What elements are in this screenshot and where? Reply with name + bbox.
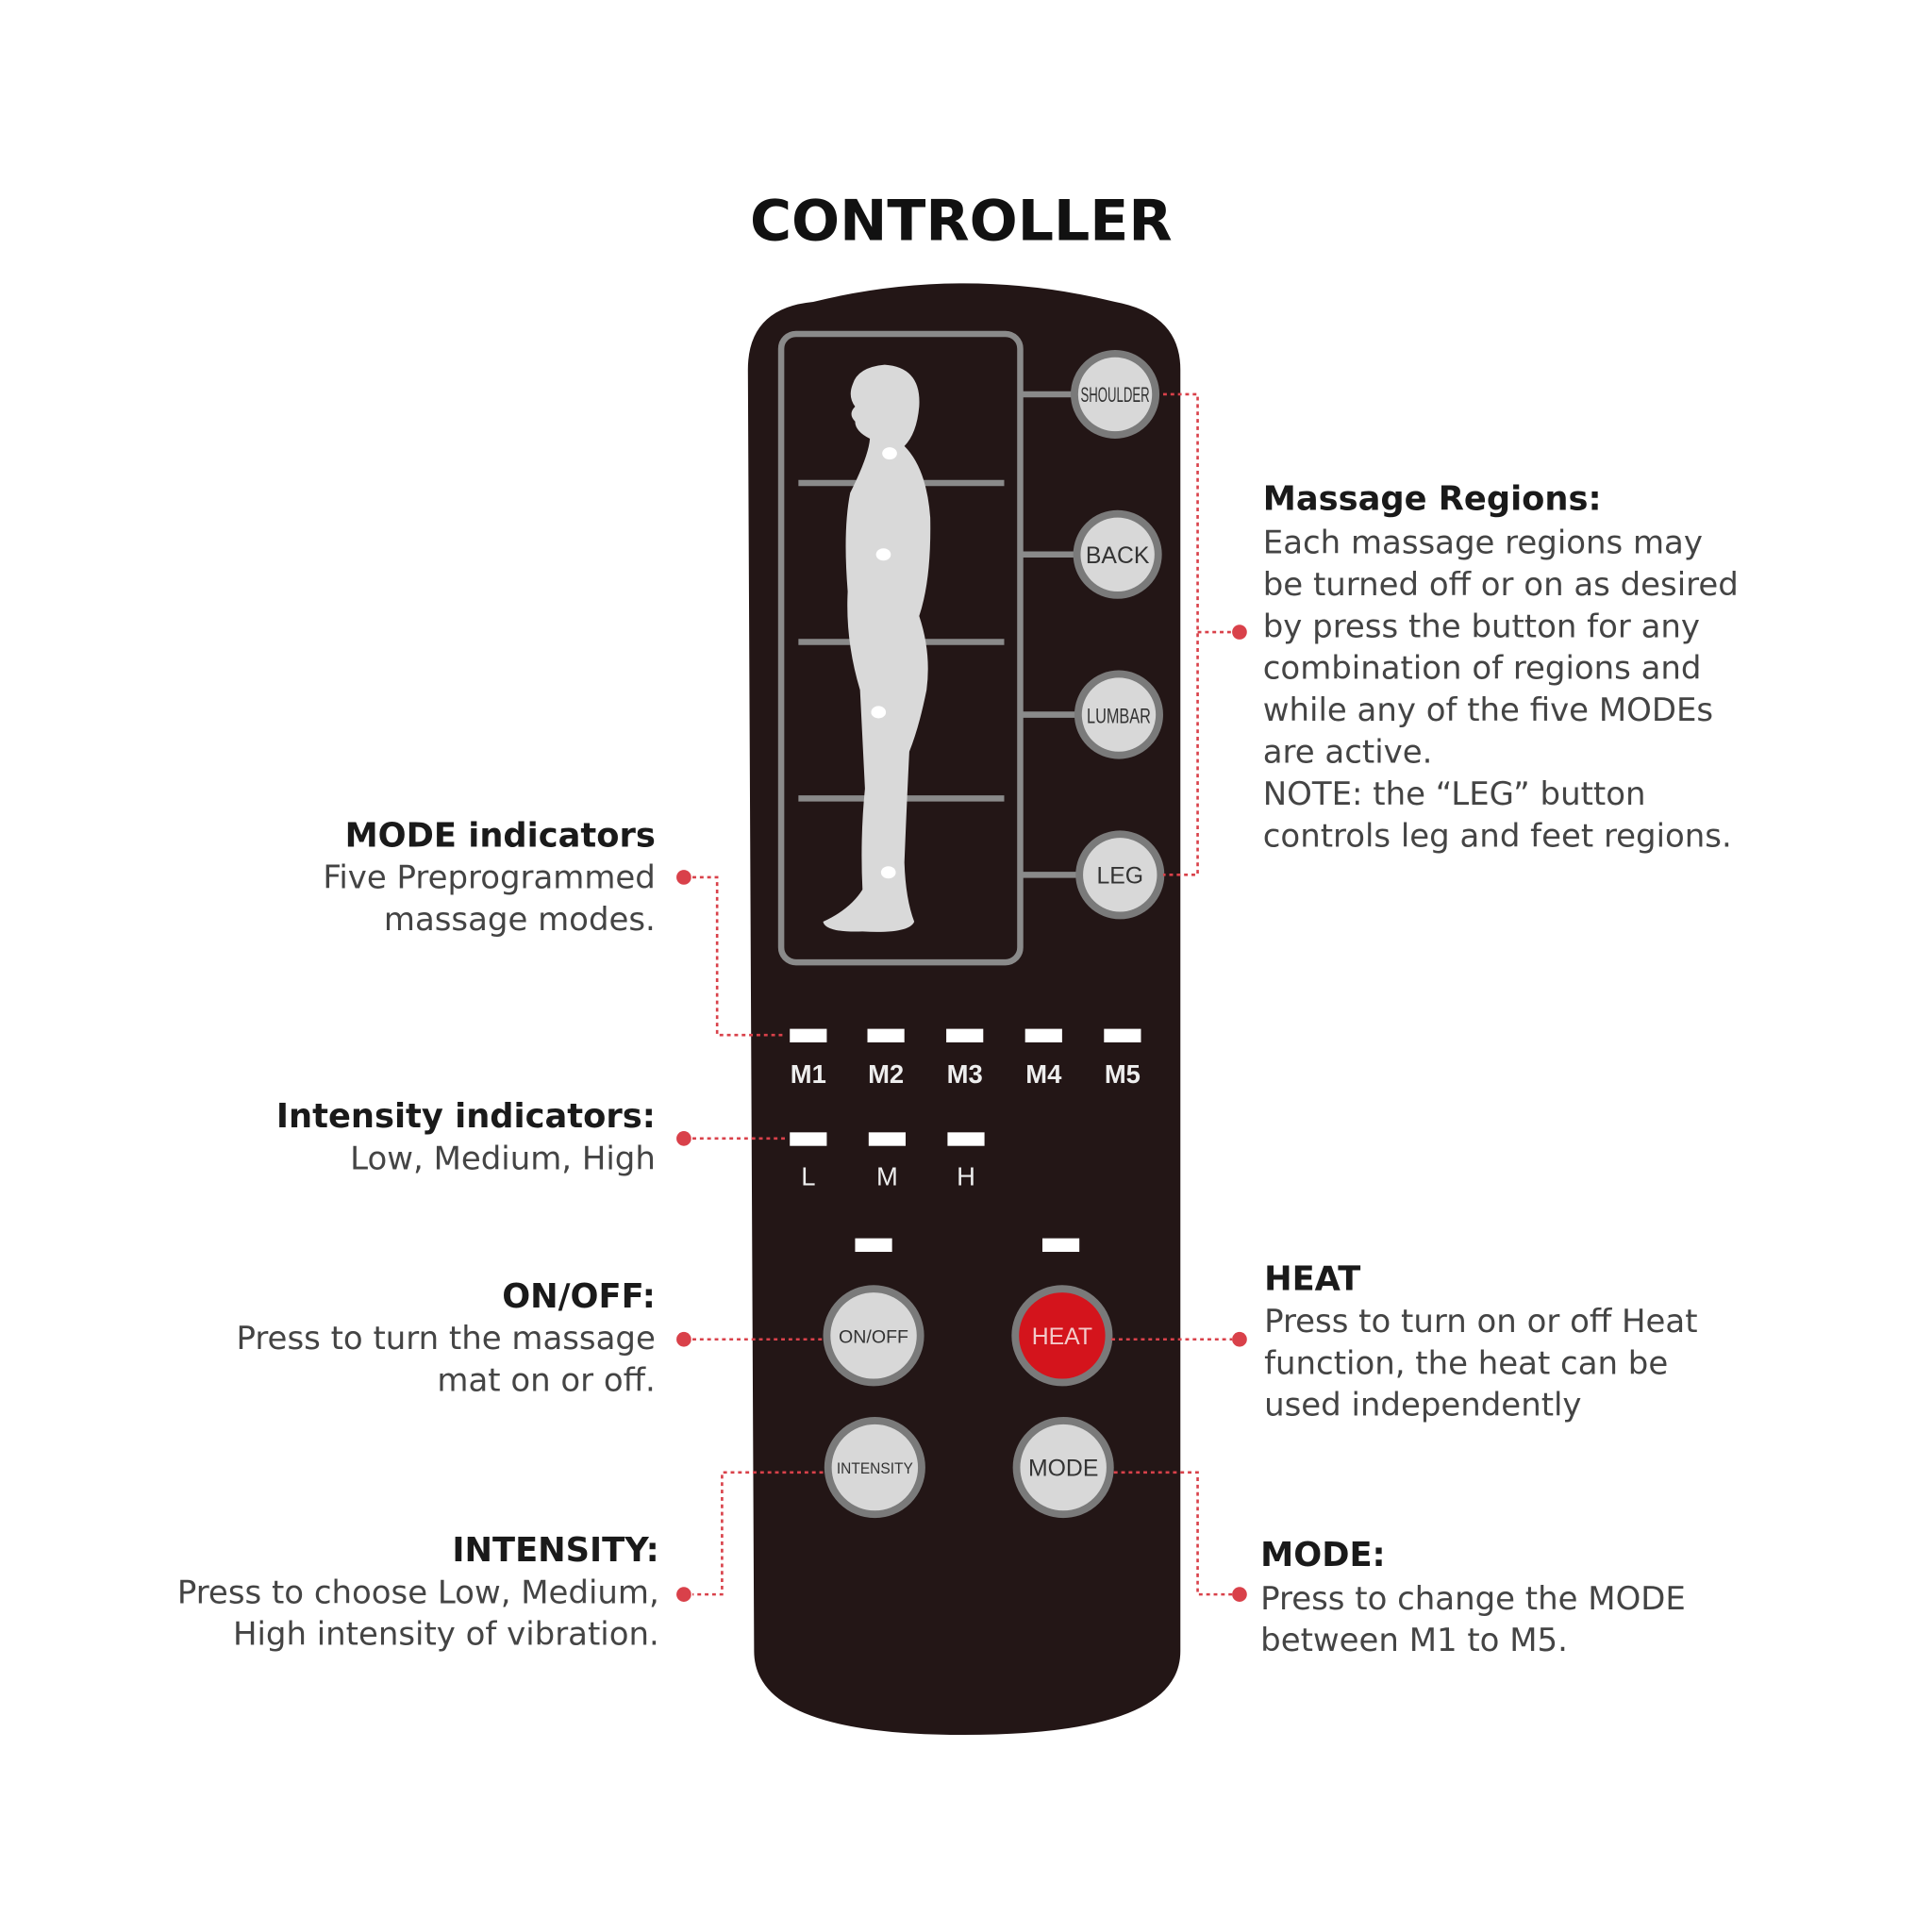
intensity-callout: INTENSITY: Press to choose Low, Medium, … <box>177 1531 659 1654</box>
svg-text:LUMBAR: LUMBAR <box>1087 705 1151 728</box>
svg-text:controls leg and feet regions.: controls leg and feet regions. <box>1263 817 1732 855</box>
svg-text:Massage Regions:: Massage Regions: <box>1263 480 1602 519</box>
svg-text:MODE: MODE <box>1028 1457 1098 1482</box>
svg-text:BACK: BACK <box>1086 543 1150 569</box>
svg-text:Low, Medium, High: Low, Medium, High <box>350 1141 656 1178</box>
shoulder-button[interactable]: SHOULDER <box>1071 349 1160 439</box>
svg-text:INTENSITY: INTENSITY <box>837 1459 913 1477</box>
svg-text:be turned off or on as desired: be turned off or on as desired <box>1263 566 1739 604</box>
mode-indicator-light <box>946 1028 984 1042</box>
intensity-indicator-light <box>790 1132 827 1146</box>
intensity-label: M <box>876 1161 898 1191</box>
svg-text:Five Preprogrammed: Five Preprogrammed <box>323 859 656 897</box>
mode-label: M5 <box>1105 1059 1141 1089</box>
heat-callout: HEAT Press to turn on or off Heat functi… <box>1264 1260 1697 1424</box>
svg-text:MODE:: MODE: <box>1260 1536 1385 1574</box>
massage-regions-callout: Massage Regions: Each massage regions ma… <box>1263 480 1739 856</box>
intensity-label: H <box>957 1161 975 1191</box>
leg-button[interactable]: LEG <box>1075 830 1165 920</box>
svg-text:combination of regions and: combination of regions and <box>1263 650 1702 688</box>
human-silhouette-icon <box>823 364 931 932</box>
svg-text:ON/OFF: ON/OFF <box>839 1327 908 1348</box>
heat-button[interactable]: HEAT <box>1011 1285 1113 1387</box>
massage-point-dots <box>871 447 897 879</box>
svg-text:function, the heat can be: function, the heat can be <box>1264 1344 1668 1382</box>
intensity-indicator-light <box>868 1132 906 1146</box>
page-title: CONTROLLER <box>750 189 1173 255</box>
mode-callout: MODE: Press to change the MODE between M… <box>1260 1536 1686 1659</box>
svg-text:High intensity of vibration.: High intensity of vibration. <box>233 1616 659 1654</box>
intensity-indicators-callout: Intensity indicators: Low, Medium, High <box>276 1097 656 1177</box>
svg-text:are active.: are active. <box>1263 733 1433 771</box>
svg-text:by press the button for any: by press the button for any <box>1263 608 1700 645</box>
intensity-indicator-light <box>947 1132 985 1146</box>
mode-label: M3 <box>947 1059 983 1089</box>
body-region-frame <box>777 330 1080 966</box>
mode-indicator-light <box>1024 1028 1062 1042</box>
svg-text:ON/OFF:: ON/OFF: <box>502 1277 656 1316</box>
svg-text:NOTE: the “LEG” button: NOTE: the “LEG” button <box>1263 775 1646 813</box>
mode-label: M1 <box>791 1059 826 1089</box>
svg-text:HEAT: HEAT <box>1264 1260 1360 1299</box>
remote-body <box>747 283 1181 1736</box>
mode-indicator-light <box>790 1028 827 1042</box>
svg-text:Intensity indicators:: Intensity indicators: <box>276 1097 656 1136</box>
svg-text:while any of the five MODEs: while any of the five MODEs <box>1263 691 1713 729</box>
on-off-button[interactable]: ON/OFF <box>823 1285 924 1387</box>
svg-text:Press to choose Low, Medium,: Press to choose Low, Medium, <box>177 1574 659 1611</box>
mode-indicators-callout: MODE indicators Five Preprogrammed massa… <box>323 816 656 939</box>
mode-label: M4 <box>1025 1059 1062 1089</box>
svg-text:HEAT: HEAT <box>1032 1324 1092 1350</box>
svg-text:used independently: used independently <box>1264 1387 1581 1424</box>
intensity-button[interactable]: INTENSITY <box>824 1417 925 1519</box>
power-indicator-light <box>855 1238 892 1253</box>
mode-label: M2 <box>868 1059 904 1089</box>
mode-indicator-light <box>1104 1028 1141 1042</box>
lumbar-button[interactable]: LUMBAR <box>1074 670 1163 759</box>
svg-text:SHOULDER: SHOULDER <box>1080 383 1149 407</box>
svg-text:INTENSITY:: INTENSITY: <box>452 1531 658 1570</box>
svg-text:LEG: LEG <box>1096 863 1143 889</box>
svg-text:massage modes.: massage modes. <box>384 901 656 939</box>
mode-indicator-light <box>867 1028 905 1042</box>
mode-indicators <box>790 1028 1141 1042</box>
callout-leaders <box>676 392 1247 1602</box>
svg-text:Press to turn the massage: Press to turn the massage <box>236 1320 655 1357</box>
svg-text:Press to change the MODE: Press to change the MODE <box>1260 1580 1686 1618</box>
svg-text:Press to turn on or off Heat: Press to turn on or off Heat <box>1264 1303 1697 1341</box>
intensity-label: L <box>801 1161 815 1191</box>
svg-text:between M1 to M5.: between M1 to M5. <box>1260 1622 1568 1659</box>
back-button[interactable]: BACK <box>1073 509 1162 599</box>
svg-text:Each massage regions may: Each massage regions may <box>1263 524 1703 561</box>
heat-indicator-light <box>1041 1238 1080 1253</box>
intensity-indicators <box>790 1132 1080 1253</box>
on-off-callout: ON/OFF: Press to turn the massage mat on… <box>236 1277 655 1400</box>
svg-text:mat on or off.: mat on or off. <box>437 1362 655 1400</box>
mode-button[interactable]: MODE <box>1012 1417 1114 1519</box>
svg-text:MODE indicators: MODE indicators <box>345 816 656 855</box>
